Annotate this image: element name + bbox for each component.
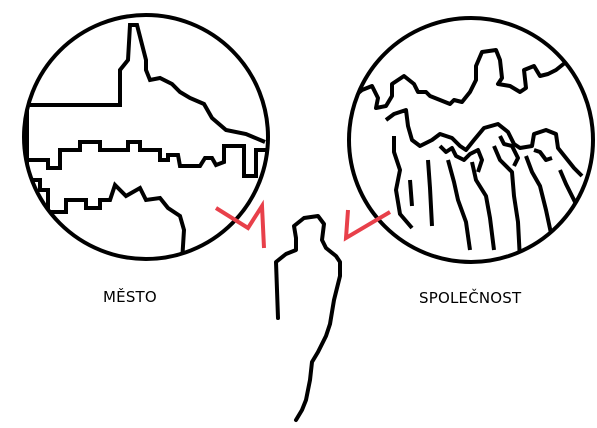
sight-line-to-society xyxy=(343,209,392,242)
person-silhouette xyxy=(274,214,342,422)
church-building xyxy=(25,23,266,210)
crowd-front xyxy=(392,136,588,261)
crowd-heads xyxy=(438,135,553,173)
city-label: MĚSTO xyxy=(103,288,157,306)
crowd-back xyxy=(349,48,581,110)
city-circle xyxy=(22,13,270,261)
society-label: SPOLEČNOST xyxy=(419,289,522,307)
city-foreground xyxy=(24,178,187,259)
society-circle xyxy=(347,16,595,264)
sight-line-to-city xyxy=(214,199,266,249)
crowd-middle xyxy=(384,108,584,178)
city-skyline xyxy=(24,140,266,178)
